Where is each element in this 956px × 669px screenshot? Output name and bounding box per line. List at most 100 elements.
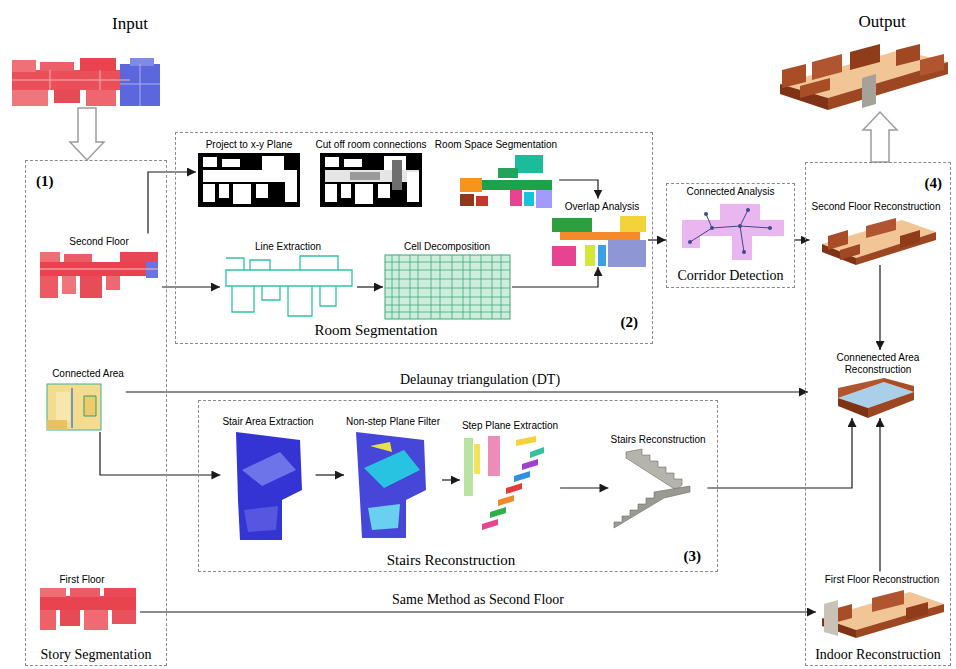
first-floor-model <box>824 600 838 636</box>
stage-panel: Connected AnalysisCorridor Detection <box>666 183 795 288</box>
room-space-image <box>460 194 474 206</box>
overlap-image <box>552 246 576 266</box>
line-extraction-image <box>226 270 352 286</box>
cut-connections-image <box>407 172 419 202</box>
corridor-graph-image <box>710 226 714 230</box>
non-step-filter-cloud <box>368 504 400 530</box>
cut-connections-image <box>355 184 373 204</box>
first-floor-model <box>906 602 928 620</box>
flow-arrow <box>126 391 808 392</box>
corridor-graph-image <box>742 250 746 254</box>
corridor-graph-image <box>738 224 742 228</box>
io-label: Output <box>858 12 905 32</box>
non-step-filter-cloud <box>370 442 392 452</box>
output-model <box>896 44 920 66</box>
stair-area-cloud <box>236 432 302 540</box>
step-plane-image <box>522 459 538 470</box>
second-floor-cloud <box>40 276 58 298</box>
first-floor-cloud <box>40 610 56 630</box>
flow-arrow <box>708 418 852 488</box>
step-plane-image <box>498 495 514 506</box>
step-figure: First Floor Reconstruction <box>816 572 948 639</box>
second-floor-cloud <box>62 276 76 294</box>
stage-title: Room Segmentation <box>315 322 438 339</box>
second-floor-model <box>866 218 896 238</box>
connected-area-model <box>838 378 914 418</box>
output-figure: Output <box>773 10 953 112</box>
projection-image <box>222 159 240 167</box>
connected-area-model <box>884 378 914 392</box>
input-point-cloud <box>120 64 160 106</box>
cut-connections-image <box>341 184 351 198</box>
first-floor-cloud <box>40 596 136 610</box>
first-floor-cloud <box>40 588 136 630</box>
second-floor-cloud <box>40 252 158 298</box>
overlap-image <box>608 240 646 267</box>
corridor-graph-image <box>688 240 692 244</box>
step-figure: Non-step Plane Filter <box>344 414 442 541</box>
input-point-cloud <box>12 70 130 90</box>
first-floor-cloud <box>84 610 108 630</box>
flow-arrow <box>140 611 816 612</box>
step-label: Step Plane Extraction <box>462 420 558 432</box>
second-floor-model <box>822 218 936 265</box>
step-plane-image <box>530 447 544 458</box>
connected-area-cloud <box>71 388 73 428</box>
step-figure: Room Space Segmentation <box>433 137 559 210</box>
edge-label: Delaunay triangulation (DT) <box>397 372 563 388</box>
room-space-image <box>460 178 482 192</box>
step-plane-image <box>516 436 536 446</box>
flow-arrow <box>879 265 880 350</box>
line-extraction-image <box>232 286 336 316</box>
cut-connections-image <box>350 172 380 180</box>
projection-image <box>198 153 300 207</box>
step-label: Second Floor <box>69 236 128 248</box>
step-plane-image <box>464 438 473 496</box>
first-floor-cloud <box>70 588 100 597</box>
flow-arrow <box>442 479 460 480</box>
cut-connections-image <box>344 159 362 167</box>
projection-image <box>256 184 268 198</box>
cut-connections-image <box>325 170 419 182</box>
connected-area-cloud <box>47 384 101 430</box>
flow-arrow <box>100 432 220 475</box>
input-point-cloud <box>86 90 116 106</box>
input-figure: Input <box>8 12 164 108</box>
step-figure: Line Extraction <box>220 239 357 320</box>
stair-area-cloud <box>236 432 302 540</box>
stage-title: Story Segmentation <box>41 647 152 663</box>
non-step-filter-cloud <box>356 432 426 538</box>
input-point-cloud <box>120 64 160 106</box>
step-figure: Stair Area Extraction <box>220 414 315 543</box>
step-figure: Project to x-y Plane <box>196 137 302 208</box>
step-plane-image <box>482 519 498 530</box>
step-label: Overlap Analysis <box>565 201 639 213</box>
overlap-image <box>560 232 640 240</box>
room-space-image <box>536 190 552 208</box>
room-space-image <box>482 180 552 190</box>
second-floor-cloud <box>106 276 120 290</box>
stage-title: Stairs Reconstruction <box>387 552 516 569</box>
projection-image <box>233 184 251 204</box>
connected-area-model <box>838 378 884 398</box>
second-floor-cloud <box>40 252 60 262</box>
input-point-cloud <box>80 58 116 71</box>
second-floor-cloud <box>40 269 158 270</box>
stage-panel: Second Floor ReconstructionConnenected A… <box>805 162 951 666</box>
first-floor-model <box>856 604 944 638</box>
overlap-image <box>585 245 595 266</box>
corridor-graph-image <box>682 204 784 260</box>
step-plane-image <box>488 436 500 476</box>
overlap-image <box>620 216 646 232</box>
first-floor-cloud <box>104 588 136 597</box>
connected-area-model <box>838 398 868 418</box>
connected-area-cloud <box>47 384 101 430</box>
room-space-image <box>510 190 522 206</box>
flow-arrow <box>879 418 880 572</box>
step-figure: Step Plane Extraction <box>460 418 560 533</box>
input-point-cloud <box>12 90 48 106</box>
step-label: Non-step Plane Filter <box>346 416 440 428</box>
stage-title: Corridor Detection <box>677 268 783 284</box>
input-point-cloud <box>130 58 154 66</box>
